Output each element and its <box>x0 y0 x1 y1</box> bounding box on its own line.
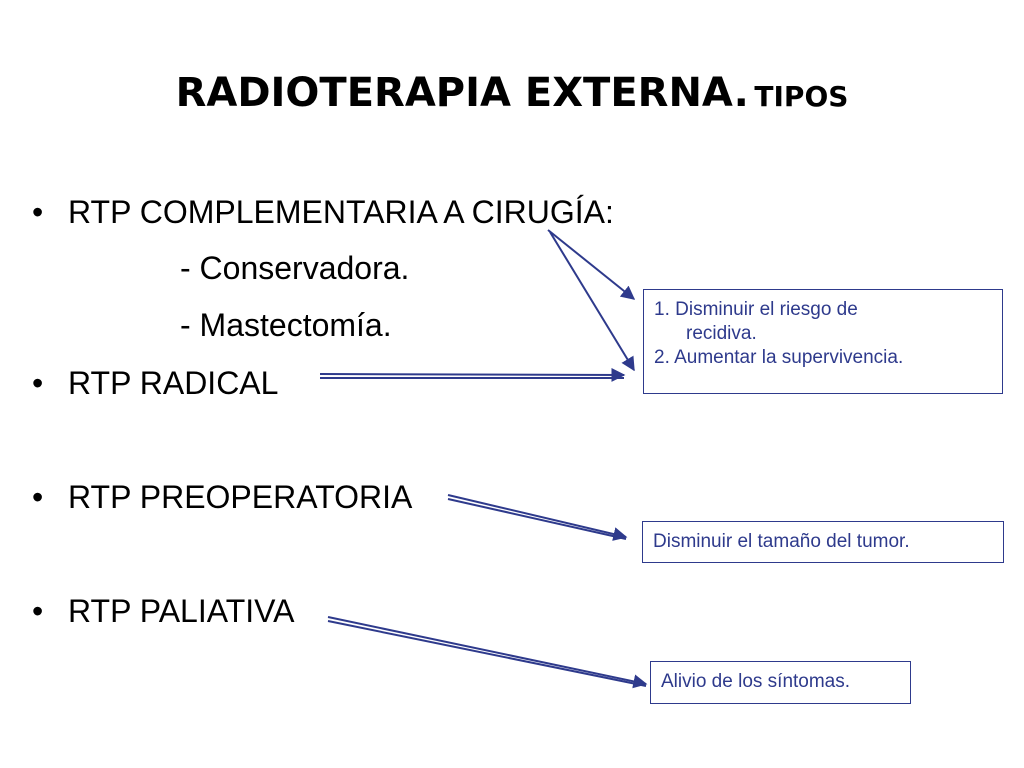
bullet-glyph: • <box>32 365 44 401</box>
note-line-2: recidiva. <box>686 323 757 344</box>
arrow-paliativa-b <box>327 620 647 687</box>
bullet-radical: • RTP RADICAL <box>32 365 278 401</box>
subitem-conservadora: - Conservadora. <box>180 250 410 286</box>
note-tumor-size: Disminuir el tamaño del tumor. <box>642 521 1004 563</box>
note-symptom-relief: Alivio de los síntomas. <box>650 661 911 704</box>
arrow-preoperatoria-b <box>447 498 627 540</box>
bullet-glyph: • <box>32 479 44 515</box>
bullet-paliativa: • RTP PALIATIVA <box>32 593 294 629</box>
slide-title: RADIOTERAPIA EXTERNA. TIPOS <box>0 70 1024 116</box>
bullet-label: RTP COMPLEMENTARIA A CIRUGÍA: <box>68 194 614 230</box>
bullet-complementaria: • RTP COMPLEMENTARIA A CIRUGÍA: <box>32 194 614 230</box>
subitem-mastectomia: - Mastectomía. <box>180 307 392 343</box>
arrow-radical-a <box>319 367 626 382</box>
note-line-1: 1. Disminuir el riesgo de <box>654 299 858 320</box>
bullet-label: RTP RADICAL <box>68 365 279 401</box>
bullet-glyph: • <box>32 194 44 230</box>
bullet-preoperatoria: • RTP PREOPERATORIA <box>32 479 412 515</box>
note-line-3: 2. Aumentar la supervivencia. <box>654 347 904 368</box>
title-sub: TIPOS <box>754 80 849 113</box>
title-main: RADIOTERAPIA EXTERNA. <box>175 70 749 116</box>
arrow-preoperatoria-a <box>447 494 628 541</box>
arrow-complementaria-upper <box>547 229 636 300</box>
bullet-label: RTP PREOPERATORIA <box>68 479 413 515</box>
arrow-complementaria-lower <box>549 231 635 372</box>
bullet-glyph: • <box>32 593 44 629</box>
arrow-paliativa-a <box>327 616 648 689</box>
bullet-label: RTP PALIATIVA <box>68 593 295 629</box>
note-objectives: 1. Disminuir el riesgo de recidiva. 2. A… <box>643 289 1003 394</box>
